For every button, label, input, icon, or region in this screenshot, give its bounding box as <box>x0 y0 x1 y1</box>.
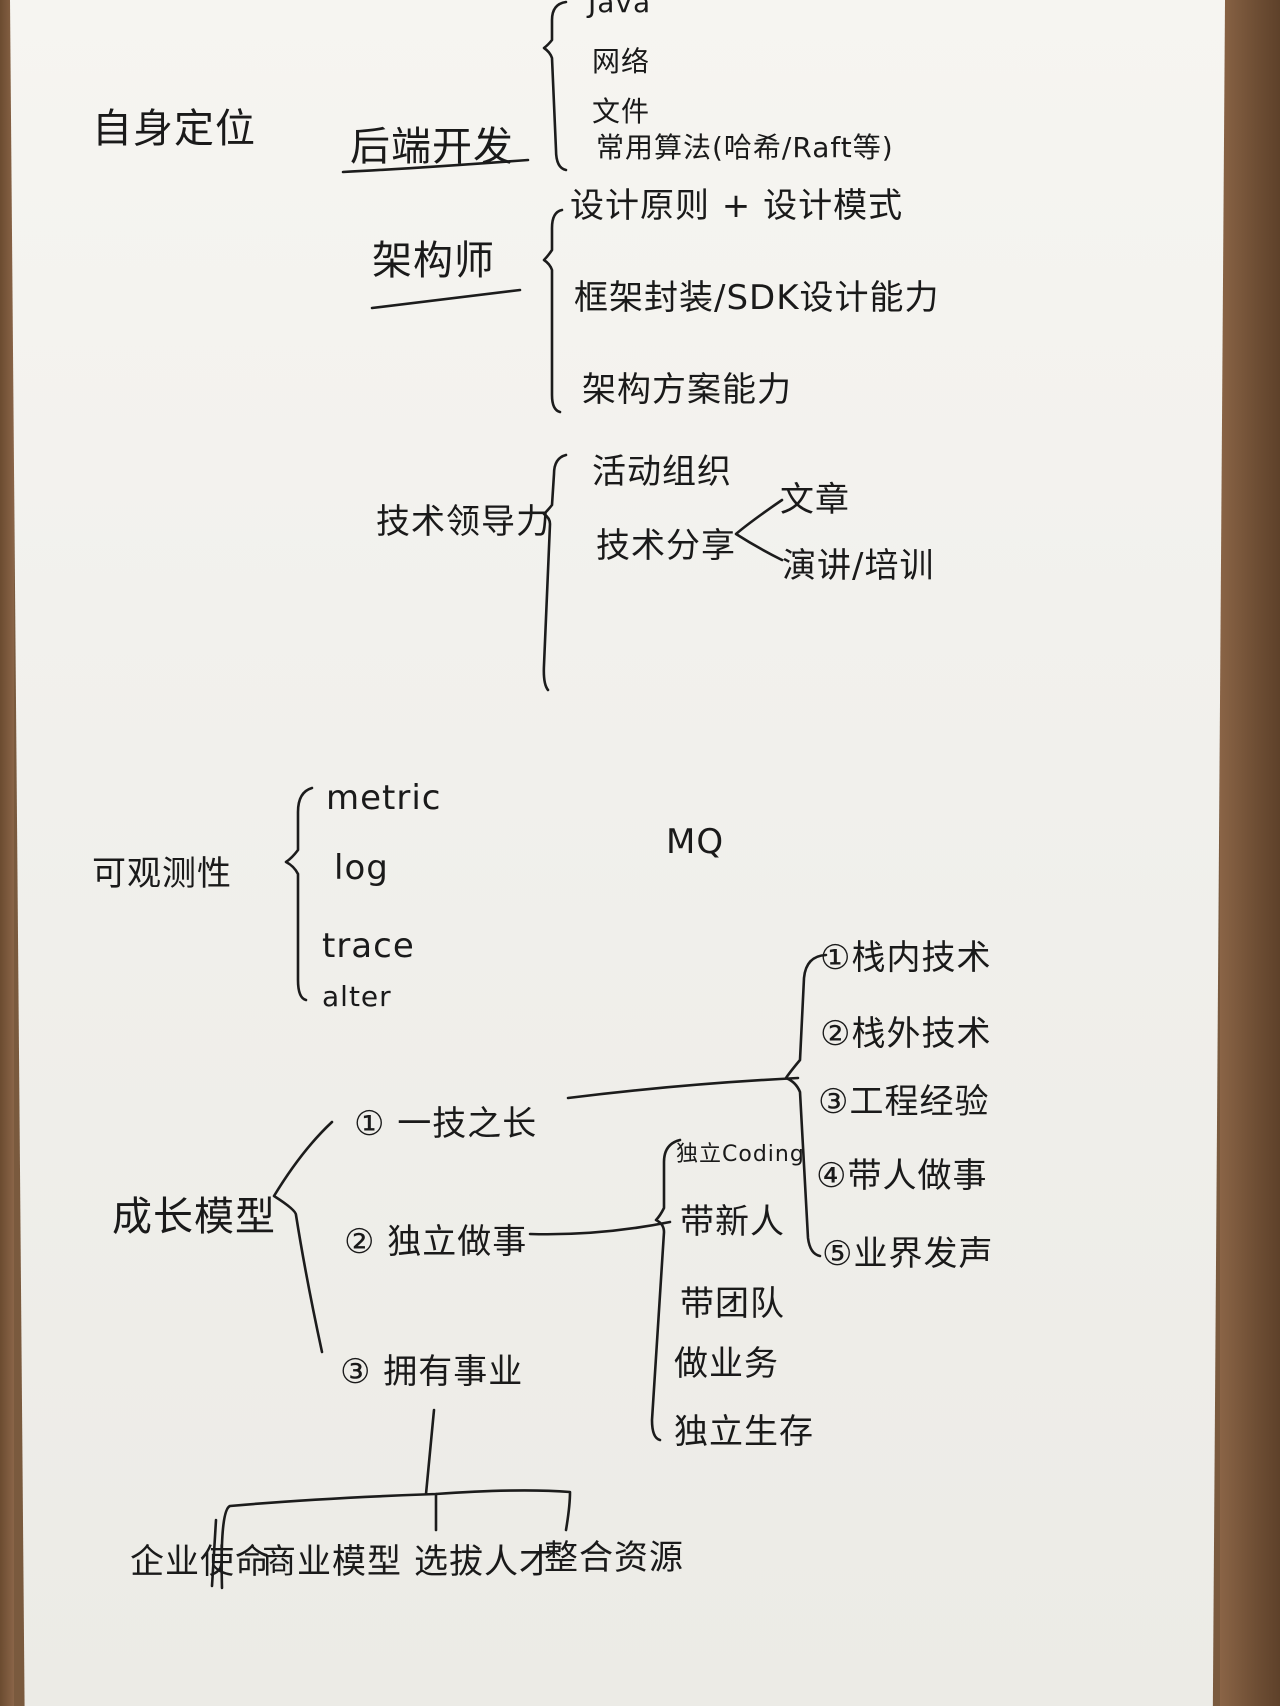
stage3-connector <box>424 1408 436 1496</box>
backend-item-algorithms: 常用算法(哈希/Raft等) <box>596 131 894 164</box>
sharing-item-talks: 演讲/培训 <box>782 546 935 586</box>
observability-item-trace: trace <box>322 926 415 966</box>
observability-label: 可观测性 <box>92 854 232 894</box>
observability-brace <box>284 786 314 1002</box>
stage2-connector <box>528 1220 672 1236</box>
skill-item-5: ⑤业界发声 <box>822 1234 994 1274</box>
independent-brace <box>650 1138 682 1442</box>
observability-item-alter: alter <box>322 980 392 1013</box>
backend-label: 后端开发 <box>350 124 514 170</box>
sharing-item-articles: 文章 <box>780 480 850 520</box>
backend-brace <box>542 0 568 172</box>
architect-label: 架构师 <box>372 238 495 284</box>
leadership-item-sharing: 技术分享 <box>596 526 736 566</box>
wood-background-right <box>1220 0 1280 1706</box>
career-bracket-left-drop <box>210 1518 218 1588</box>
independent-item-coding: 独立Coding <box>676 1142 805 1167</box>
skill-item-4: ④带人做事 <box>816 1156 988 1196</box>
career-item-business-model: 商业模型 <box>262 1542 402 1582</box>
career-bracket <box>220 1489 572 1590</box>
skill-item-1: ①栈内技术 <box>820 938 992 978</box>
wood-background-left <box>0 0 14 1706</box>
paper-sheet <box>10 0 1225 1706</box>
skills-brace <box>784 953 828 1258</box>
growth-stage-1: ① 一技之长 <box>354 1104 538 1144</box>
observability-item-log: log <box>334 848 389 888</box>
growth-stage-2: ② 独立做事 <box>344 1222 528 1262</box>
growth-brace <box>272 1120 334 1354</box>
mq-label: MQ <box>666 822 725 862</box>
independent-item-survival: 独立生存 <box>674 1412 814 1452</box>
stage1-connector <box>566 1076 800 1100</box>
leadership-label: 技术领导力 <box>376 502 551 542</box>
backend-underline <box>341 158 530 174</box>
skill-item-2: ②栈外技术 <box>820 1014 992 1054</box>
leadership-brace <box>542 453 568 692</box>
architect-brace <box>542 208 564 414</box>
architect-item-framework: 框架封装/SDK设计能力 <box>574 278 940 318</box>
independent-item-mentor: 带新人 <box>680 1202 785 1242</box>
observability-item-metric: metric <box>326 778 442 818</box>
leadership-item-events: 活动组织 <box>592 452 732 492</box>
backend-item-file: 文件 <box>592 95 651 128</box>
architect-underline <box>370 288 522 310</box>
career-item-resources: 整合资源 <box>544 1538 684 1578</box>
backend-item-network: 网络 <box>592 45 651 78</box>
career-item-talent: 选拔人才 <box>414 1542 554 1582</box>
backend-item-java: Java <box>588 0 652 19</box>
sharing-chevron <box>734 498 784 562</box>
growth-model-label: 成长模型 <box>112 1194 276 1240</box>
architect-item-principles: 设计原则 + 设计模式 <box>570 186 904 226</box>
growth-stage-3: ③ 拥有事业 <box>340 1352 524 1392</box>
skill-item-3: ③工程经验 <box>818 1082 990 1122</box>
independent-item-business: 做业务 <box>674 1344 779 1384</box>
career-item-mission: 企业使命 <box>130 1542 270 1582</box>
positioning-title: 自身定位 <box>92 106 256 152</box>
architect-item-solution: 架构方案能力 <box>582 370 792 410</box>
independent-item-team: 带团队 <box>680 1284 785 1324</box>
